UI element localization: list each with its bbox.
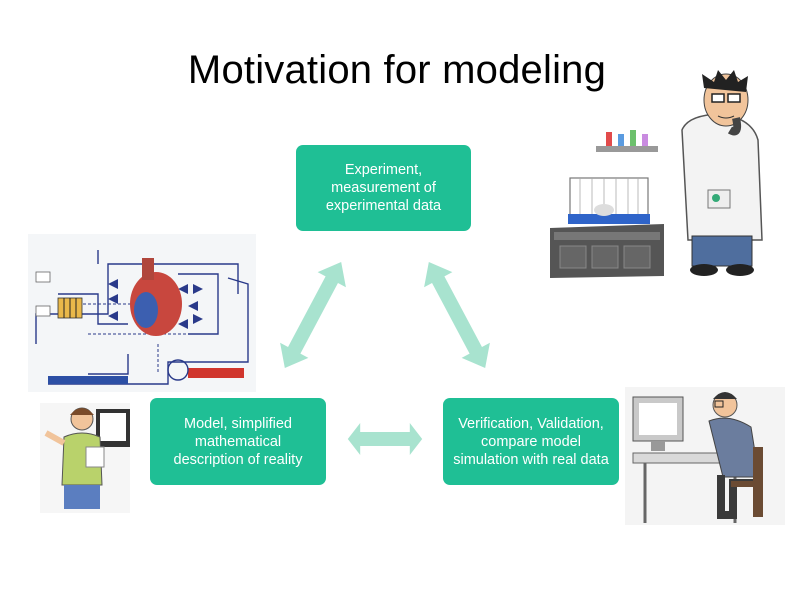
model-box-label: Model, simplified mathematical descripti… [173, 415, 303, 468]
experiment-box-label: Experiment, measurement of experimental … [325, 162, 442, 214]
slide-title: Motivation for modeling [187, 48, 607, 92]
heart-model-diagram-icon [28, 234, 256, 392]
model-box: Model, simplified mathematical descripti… [150, 398, 326, 485]
verification-box: Verification, Validation, compare model … [443, 398, 619, 485]
scientist-thinking-icon [681, 70, 763, 276]
lab-cage-icon [550, 130, 664, 278]
double-arrow-icon [270, 254, 356, 376]
double-arrow-icon [347, 423, 423, 455]
double-arrow-icon [414, 254, 500, 376]
computer-user-icon [625, 387, 785, 525]
presenter-icon [40, 403, 130, 513]
verification-box-label: Verification, Validation, compare model … [453, 415, 609, 468]
experiment-box: Experiment, measurement of experimental … [296, 145, 471, 231]
